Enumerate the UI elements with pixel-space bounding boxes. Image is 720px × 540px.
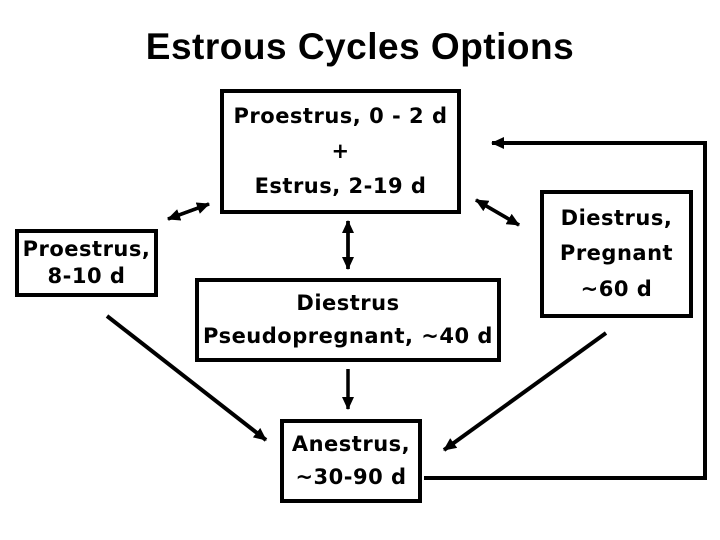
arrow-anestrus-return-to-cycle — [424, 137, 707, 480]
box-diestrus-pseudopregnant: Diestrus Pseudopregnant, ~40 d — [195, 278, 501, 362]
box-proestrus-line1: Proestrus, — [22, 236, 151, 261]
box-diestrus-pregnant-line1: Diestrus, — [560, 205, 673, 230]
arrow-pregnant-anestrus — [442, 331, 608, 452]
box-proestrus-line2: 8-10 d — [47, 264, 126, 289]
arrow-proestrus-cycle-doubleheaded — [167, 202, 210, 221]
box-diestrus-pregnant: Diestrus, Pregnant ~60 d — [540, 190, 693, 318]
box-anestrus-line2: ~30-90 d — [295, 464, 407, 489]
arrow-cycle-pregnant-doubleheaded — [475, 198, 520, 227]
arrow-proestrus-anestrus — [105, 314, 268, 442]
box-diestrus-pseudopregnant-line2: Pseudopregnant, ~40 d — [203, 323, 493, 348]
box-proestrus: Proestrus, 8-10 d — [15, 229, 158, 297]
box-proestrus-estrus-line1: Proestrus, 0 - 2 d — [233, 103, 448, 128]
box-proestrus-estrus-line2: Estrus, 2-19 d — [254, 173, 427, 198]
plus-sign: + — [331, 138, 350, 163]
box-anestrus: Anestrus, ~30-90 d — [280, 419, 422, 503]
slide-title: Estrous Cycles Options — [145, 26, 575, 67]
box-diestrus-pregnant-line3: ~60 d — [580, 277, 653, 302]
box-anestrus-line1: Anestrus, — [291, 431, 411, 456]
box-diestrus-pregnant-line2: Pregnant — [559, 241, 674, 266]
box-diestrus-pseudopregnant-line1: Diestrus — [296, 290, 400, 315]
box-proestrus-estrus-cycle: Proestrus, 0 - 2 d + Estrus, 2-19 d — [220, 89, 461, 214]
